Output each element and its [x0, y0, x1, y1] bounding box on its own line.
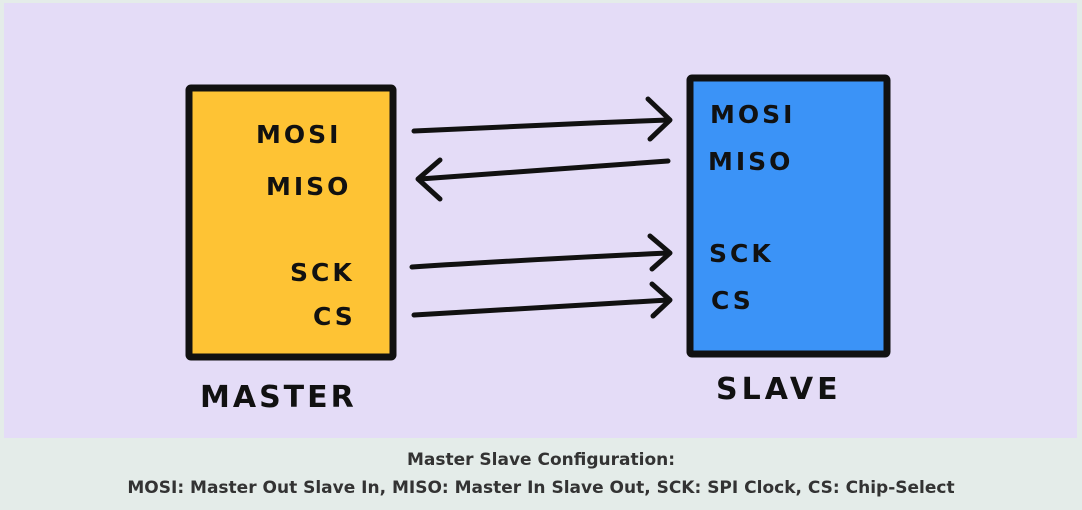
spi-diagram: MOSI MISO SCK CS MASTER MOSI MISO SCK CS…: [4, 3, 1077, 438]
diagram-canvas: MOSI MISO SCK CS MASTER MOSI MISO SCK CS…: [185, 74, 891, 415]
master-box: [185, 84, 397, 361]
slave-box: [686, 74, 891, 358]
sck-arrow: [409, 233, 673, 272]
slave-pin-mosi: MOSI: [710, 100, 795, 129]
master-title: MASTER: [200, 380, 357, 415]
master-pin-mosi: MOSI: [256, 120, 341, 149]
slave-title: SLAVE: [716, 372, 842, 407]
slave-pin-miso: MISO: [708, 147, 793, 176]
master-pin-miso: MISO: [266, 172, 351, 201]
caption-legend: MOSI: Master Out Slave In, MISO: Master …: [127, 478, 955, 498]
mosi-arrow: [411, 96, 673, 142]
master-pin-cs: CS: [313, 302, 356, 331]
master-pin-sck: SCK: [290, 258, 355, 287]
cs-arrow: [411, 281, 673, 319]
caption-title: Master Slave Configuration:: [406, 450, 676, 470]
slave-pin-cs: CS: [711, 286, 754, 315]
slave-pin-sck: SCK: [709, 239, 774, 268]
figure-caption: Master Slave Configuration: MOSI: Master…: [0, 446, 1082, 502]
miso-arrow: [415, 157, 671, 202]
